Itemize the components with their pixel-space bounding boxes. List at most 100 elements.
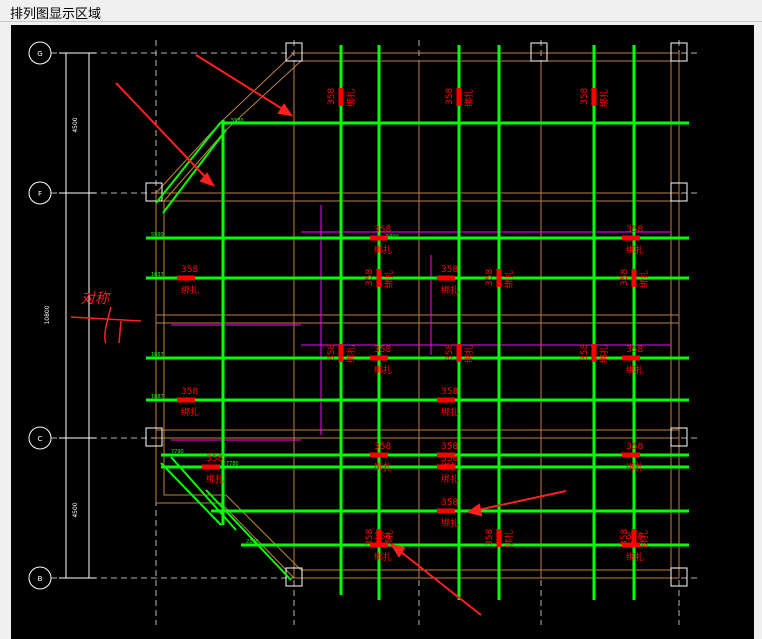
bar-label: 358 bbox=[620, 269, 630, 286]
bar-label: 358 bbox=[580, 88, 590, 105]
rebar-horizontal bbox=[146, 121, 689, 547]
tie-mark bbox=[496, 529, 502, 547]
columns bbox=[145, 42, 688, 587]
tie-mark bbox=[437, 275, 455, 281]
bar-label: 358 bbox=[365, 529, 375, 546]
tie-mark bbox=[591, 88, 597, 106]
tie-mark bbox=[437, 508, 455, 514]
tie-label: 绑扎 bbox=[374, 551, 392, 563]
tie-mark bbox=[591, 344, 597, 362]
tie-label: 绑扎 bbox=[598, 345, 610, 363]
num-tag: 5590 bbox=[151, 232, 164, 238]
bar-label: 358 bbox=[445, 88, 455, 105]
bar-label: 358 bbox=[206, 454, 223, 464]
tie-mark bbox=[622, 235, 640, 241]
rebar-layout-drawing[interactable]: 4500 10800 4500 G F C B bbox=[11, 25, 754, 639]
tie-mark bbox=[370, 355, 388, 361]
tie-label: 绑扎 bbox=[441, 517, 459, 529]
bar-label: 358 bbox=[181, 387, 198, 397]
tie-label: 绑扎 bbox=[374, 364, 392, 376]
symmetry-annotation: 对称 bbox=[70, 291, 142, 344]
panel-title: 排列图显示区域 bbox=[10, 7, 102, 22]
axis-bubble-f: F bbox=[28, 181, 52, 205]
tie-mark bbox=[622, 542, 640, 548]
tie-mark bbox=[496, 269, 502, 287]
tie-label: 绑扎 bbox=[181, 406, 199, 418]
tie-label: 绑扎 bbox=[345, 345, 357, 363]
tie-mark bbox=[456, 344, 462, 362]
tie-mark bbox=[338, 344, 344, 362]
tie-mark bbox=[631, 269, 637, 287]
tie-mark bbox=[437, 397, 455, 403]
dimension-chain bbox=[59, 52, 96, 579]
tie-mark bbox=[622, 452, 640, 458]
num-tag: 5580 bbox=[231, 118, 244, 124]
panel-title-bar: 排列图显示区域 bbox=[0, 0, 762, 22]
bar-label: 358 bbox=[374, 532, 391, 542]
tie-mark bbox=[177, 275, 195, 281]
frame-right bbox=[754, 22, 762, 639]
axis-bubble-g: G bbox=[28, 41, 52, 65]
bar-label: 358 bbox=[626, 345, 643, 355]
frame-left bbox=[0, 22, 11, 639]
tie-label: 绑扎 bbox=[626, 461, 644, 473]
axis-label-b: B bbox=[38, 575, 43, 583]
bar-label: 358 bbox=[626, 225, 643, 235]
tie-label: 绑扎 bbox=[503, 530, 515, 548]
bar-label: 358 bbox=[327, 344, 337, 361]
num-tag: 1687 bbox=[151, 394, 164, 400]
tie-mark bbox=[437, 452, 455, 458]
numeric-tags: 5580 5590 1637 1667 1687 5600 7780 7790 … bbox=[151, 118, 399, 545]
num-tag: 2300 bbox=[246, 539, 259, 545]
bar-label: 358 bbox=[485, 269, 495, 286]
tie-label: 绑扎 bbox=[626, 364, 644, 376]
tie-label: 绑扎 bbox=[181, 284, 199, 296]
bar-label: 358 bbox=[620, 529, 630, 546]
num-tag: 1667 bbox=[151, 352, 164, 358]
tie-label: 绑扎 bbox=[638, 530, 650, 548]
num-tag: 5600 bbox=[386, 234, 399, 240]
tie-label: 绑扎 bbox=[626, 244, 644, 256]
num-tag: 7780 bbox=[226, 461, 239, 467]
dimension-lines bbox=[171, 205, 671, 441]
tie-label: 绑扎 bbox=[374, 244, 392, 256]
tie-label: 绑扎 bbox=[638, 270, 650, 288]
tie-label: 绑扎 bbox=[374, 461, 392, 473]
bar-label: 358 bbox=[181, 265, 198, 275]
bar-label: 358 bbox=[374, 345, 391, 355]
tie-mark bbox=[370, 235, 388, 241]
tie-mark bbox=[456, 88, 462, 106]
dim-label-1: 4500 bbox=[72, 117, 79, 132]
tie-label: 绑扎 bbox=[383, 530, 395, 548]
bar-label: 358 bbox=[580, 344, 590, 361]
tie-label: 绑扎 bbox=[441, 473, 459, 485]
tie-mark bbox=[376, 269, 382, 287]
tie-marks: 358绑扎358绑扎358绑扎358绑扎358绑扎358绑扎358绑扎358绑扎… bbox=[177, 88, 650, 563]
axis-bubble-c: C bbox=[28, 426, 52, 450]
tie-mark bbox=[202, 464, 220, 470]
tie-label: 绑扎 bbox=[441, 284, 459, 296]
dim-label-3: 4500 bbox=[72, 502, 79, 517]
tie-mark bbox=[338, 88, 344, 106]
tie-label: 绑扎 bbox=[345, 89, 357, 107]
slab-outline bbox=[155, 52, 680, 579]
tie-label: 绑扎 bbox=[503, 270, 515, 288]
bar-label: 358 bbox=[374, 225, 391, 235]
bar-label: 358 bbox=[441, 454, 458, 464]
drawing-canvas[interactable]: 4500 10800 4500 G F C B bbox=[11, 25, 754, 639]
tie-mark bbox=[437, 464, 455, 470]
tie-mark bbox=[622, 355, 640, 361]
bar-label: 358 bbox=[445, 344, 455, 361]
tie-label: 绑扎 bbox=[626, 551, 644, 563]
tie-mark bbox=[631, 529, 637, 547]
axis-label-c: C bbox=[38, 435, 43, 443]
bar-label: 358 bbox=[485, 529, 495, 546]
dim-label-2: 10800 bbox=[44, 305, 51, 324]
symmetry-label: 对称 bbox=[81, 291, 111, 307]
tie-label: 绑扎 bbox=[463, 345, 475, 363]
tie-mark bbox=[376, 529, 382, 547]
tie-label: 绑扎 bbox=[598, 89, 610, 107]
tie-mark bbox=[370, 452, 388, 458]
bar-label: 358 bbox=[441, 387, 458, 397]
tie-label: 绑扎 bbox=[206, 473, 224, 485]
